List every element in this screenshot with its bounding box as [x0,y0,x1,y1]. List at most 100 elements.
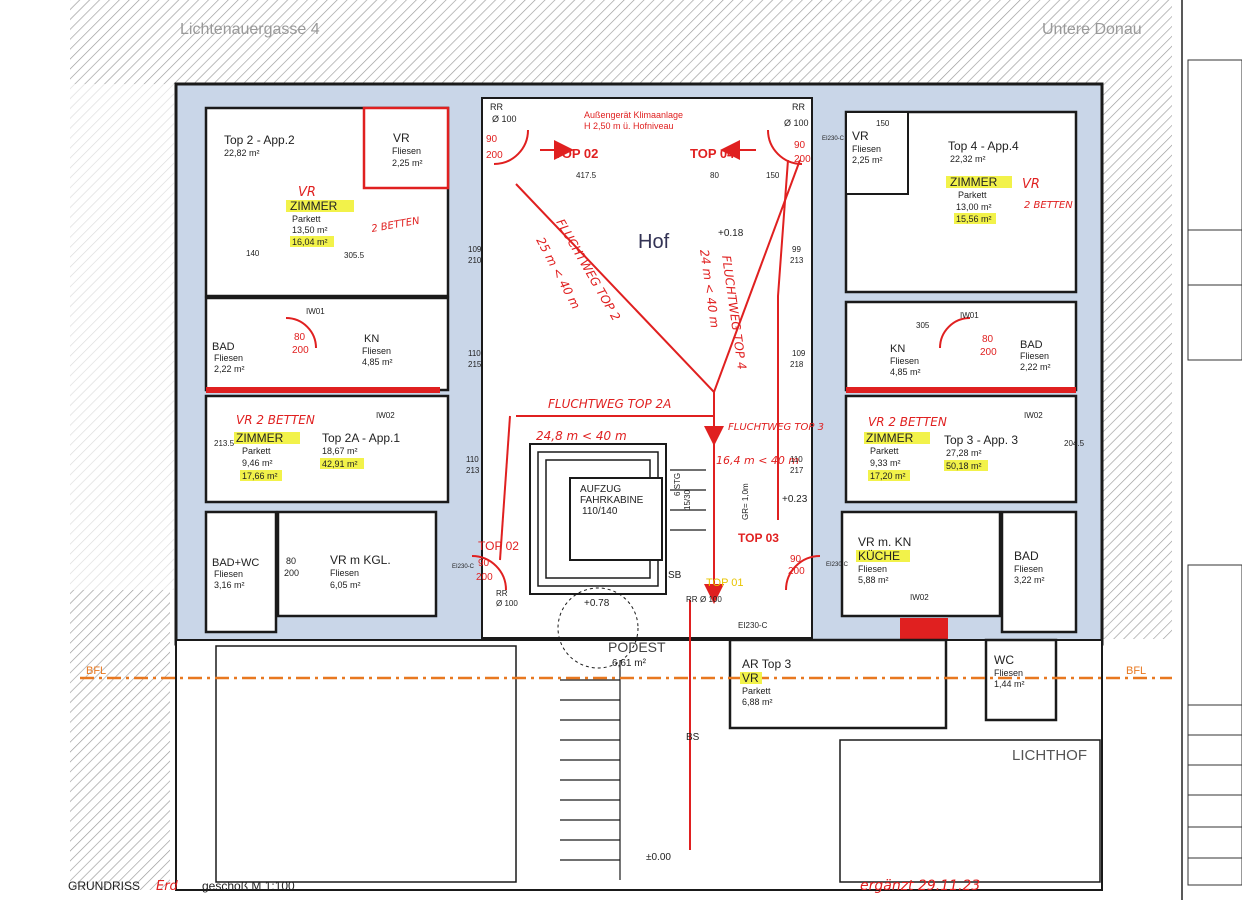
zimmer-ml-extra-hl [240,470,282,481]
door-labels-black: 80 200 [284,556,299,578]
lower-right-room [839,739,1101,883]
kueche-hl [856,550,910,562]
svg-text:80: 80 [982,334,994,345]
zimmer-tr-hw2: 2 BETTEN [1024,200,1073,211]
zimmer-tr-hw1: VR [1022,177,1040,192]
svg-text:305.5: 305.5 [344,251,365,260]
svg-text:213.5: 213.5 [214,439,235,448]
podest-name: PODEST [608,639,666,655]
zimmer-tl-extra-hl [290,236,334,247]
svg-text:305: 305 [916,321,930,330]
bad-br-name: BAD [1014,549,1039,563]
ar3-vr-hl [740,672,762,684]
top01-lower: TOP 01 [706,577,744,589]
door-markers-red [285,129,971,591]
zimmer-tr-extra: 15,56 m² [956,214,992,224]
svg-text:109: 109 [792,349,806,358]
stair-steps: 6 STG [673,473,682,496]
podest-area: 6,61 m² [612,658,647,669]
top02-lower: TOP 02 [478,539,519,553]
vr-tr-name: VR [852,129,869,143]
app1-extra: 42,91 m² [322,459,358,469]
bad-br-floor: Fliesen [1014,564,1043,574]
svg-text:IW02: IW02 [910,593,929,602]
zimmer-tr-extra-hl [954,213,996,224]
wc-area: 1,44 m² [994,679,1025,689]
elevator-shaft [529,443,667,595]
app2-title: Top 2 - App.2 [224,133,295,147]
podest-turn-circle [557,587,639,669]
svg-text:IW01: IW01 [306,307,325,316]
svg-text:109: 109 [468,245,482,254]
svg-text:110: 110 [790,455,803,464]
level-018: +0.18 [718,228,744,239]
zimmer-ml-floor: Parkett [242,446,271,456]
room-zimmer-mid-right [844,394,1078,504]
zimmer-tl-area: 13,50 m² [292,225,328,235]
bad-l-name: BAD [212,341,235,353]
right-neighbor-hatch [1100,84,1172,639]
wc-floor: Fliesen [994,668,1023,678]
app1-title: Top 2A - App.1 [322,431,400,445]
kn-l-name: KN [364,333,379,345]
vrkgl-area: 6,05 m² [330,580,361,590]
stair-clear: GR= 1,0m [741,483,750,520]
left-strip-hatch [70,84,174,590]
hof-label: Hof [638,231,670,253]
wall-dimensions: 109 210 110 215 110 213 99 213 109 218 1… [214,119,1085,475]
zimmer-tl-highlight [286,200,354,212]
rr-right-d: Ø 100 [784,118,809,128]
kn-r-floor: Fliesen [890,356,919,366]
svg-text:200: 200 [284,568,299,578]
aufzug-3: 110/140 [582,506,618,517]
zimmer-ml-name: ZIMMER [236,431,284,445]
app1-extra-highlight [320,458,364,469]
svg-text:218: 218 [790,360,804,369]
ar3-area: 6,88 m² [742,697,773,707]
ar3-floor: Parkett [742,686,771,696]
zimmer-mr-hw: VR 2 BETTEN [868,415,947,429]
vrkgl-name: VR m KGL. [330,553,391,567]
svg-text:RR: RR [496,589,508,598]
svg-text:210: 210 [468,256,482,265]
zimmer-mr-area: 9,33 m² [870,458,901,468]
vrkn-name: VR m. KN [858,535,911,549]
zimmer-mr-extra-hl [868,470,910,481]
svg-text:110: 110 [466,455,479,464]
zimmer-ml-hw: VR 2 BETTEN [236,413,315,427]
bad-r-floor: Fliesen [1020,351,1049,361]
zimmer-tr-name: ZIMMER [950,175,998,189]
svg-text:213: 213 [790,256,804,265]
room-vr-kgl [276,510,438,618]
top03-lower: TOP 03 [738,531,779,545]
svg-text:140: 140 [246,249,260,258]
street-hatch [70,0,1172,84]
door-labels: 90 200 90 200 80 200 80 200 90 200 90 20… [292,134,997,583]
app3-extra-highlight [944,460,988,471]
zimmer-tl-hw1: VR [298,185,316,200]
app1-area: 18,67 m² [322,446,358,456]
bad-r-area: 2,22 m² [1020,362,1051,372]
svg-text:217: 217 [790,466,804,475]
svg-text:90: 90 [790,554,802,565]
plan-caption-rest: geschoß M 1:100 [202,879,295,893]
zimmer-ml-extra: 17,66 m² [242,471,278,481]
room-vrkn-right [840,510,1002,618]
svg-text:RR: RR [686,595,698,604]
svg-text:200: 200 [794,154,811,165]
vr-tl-area: 2,25 m² [392,158,423,168]
app3-area: 27,28 m² [946,448,982,458]
zimmer-tl-floor: Parkett [292,214,321,224]
zimmer-tr-floor: Parkett [958,190,987,200]
kn-l-floor: Fliesen [362,346,391,356]
svg-text:EI230-C: EI230-C [452,564,475,570]
vr-tl-floor: Fliesen [392,146,421,156]
svg-text:IW02: IW02 [1024,411,1043,420]
vr-tl-name: VR [393,131,410,145]
stair-dim: 15/30 [683,489,692,510]
svg-text:200: 200 [486,150,503,161]
svg-text:80: 80 [294,332,306,343]
room-wc [984,638,1058,722]
bad-l-area: 2,22 m² [214,364,245,374]
